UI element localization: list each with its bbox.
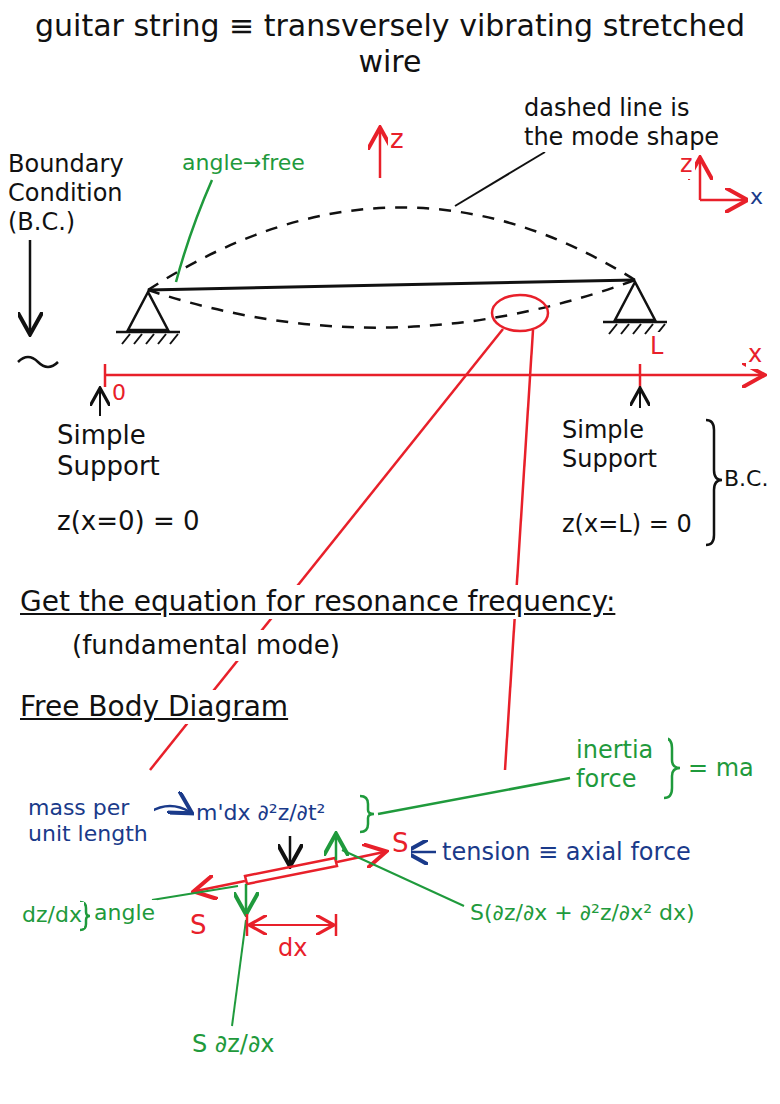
axis-tick-label: L [648, 332, 665, 361]
mass-label: mass per unit length [26, 795, 154, 848]
angle-note: angle→free [180, 150, 307, 176]
tension-label: tension ≡ axial force [440, 838, 693, 867]
angle-label: angle [92, 900, 157, 926]
boundary-note: Boundary Condition (B.C.) [6, 150, 160, 236]
equation: z(x=L) = 0 [560, 510, 694, 539]
equation: z(x=0) = 0 [55, 506, 202, 537]
axis-tick-label: 0 [110, 380, 128, 406]
heading: Get the equation for resonance frequency… [18, 585, 617, 619]
force-label: inertia force [574, 736, 668, 794]
axis-label: x [746, 340, 764, 369]
title: guitar string ≡ transversely vibrating s… [10, 8, 770, 80]
angle-symbol: dz/dx [20, 902, 84, 928]
heading: Free Body Diagram [18, 690, 290, 724]
axis-label: z [388, 124, 406, 155]
force-component: S ∂z/∂x [190, 1030, 277, 1059]
tension-symbol: S [188, 910, 209, 941]
force-component: S(∂z/∂x + ∂²z/∂x² dx) [468, 900, 697, 926]
equation: = ma [686, 754, 756, 783]
support-label: Simple Support [55, 420, 209, 482]
tension-symbol: S [390, 828, 411, 859]
equation: m'dx ∂²z/∂t² [194, 800, 327, 826]
support-label: Simple Support [560, 416, 704, 474]
subheading: (fundamental mode) [70, 630, 342, 661]
axis-label: z [678, 150, 695, 179]
axis-label: x [748, 184, 765, 210]
note: dashed line is the mode shape [522, 94, 736, 152]
bc-label: B.C. [722, 466, 770, 492]
dimension: dx [276, 934, 309, 963]
